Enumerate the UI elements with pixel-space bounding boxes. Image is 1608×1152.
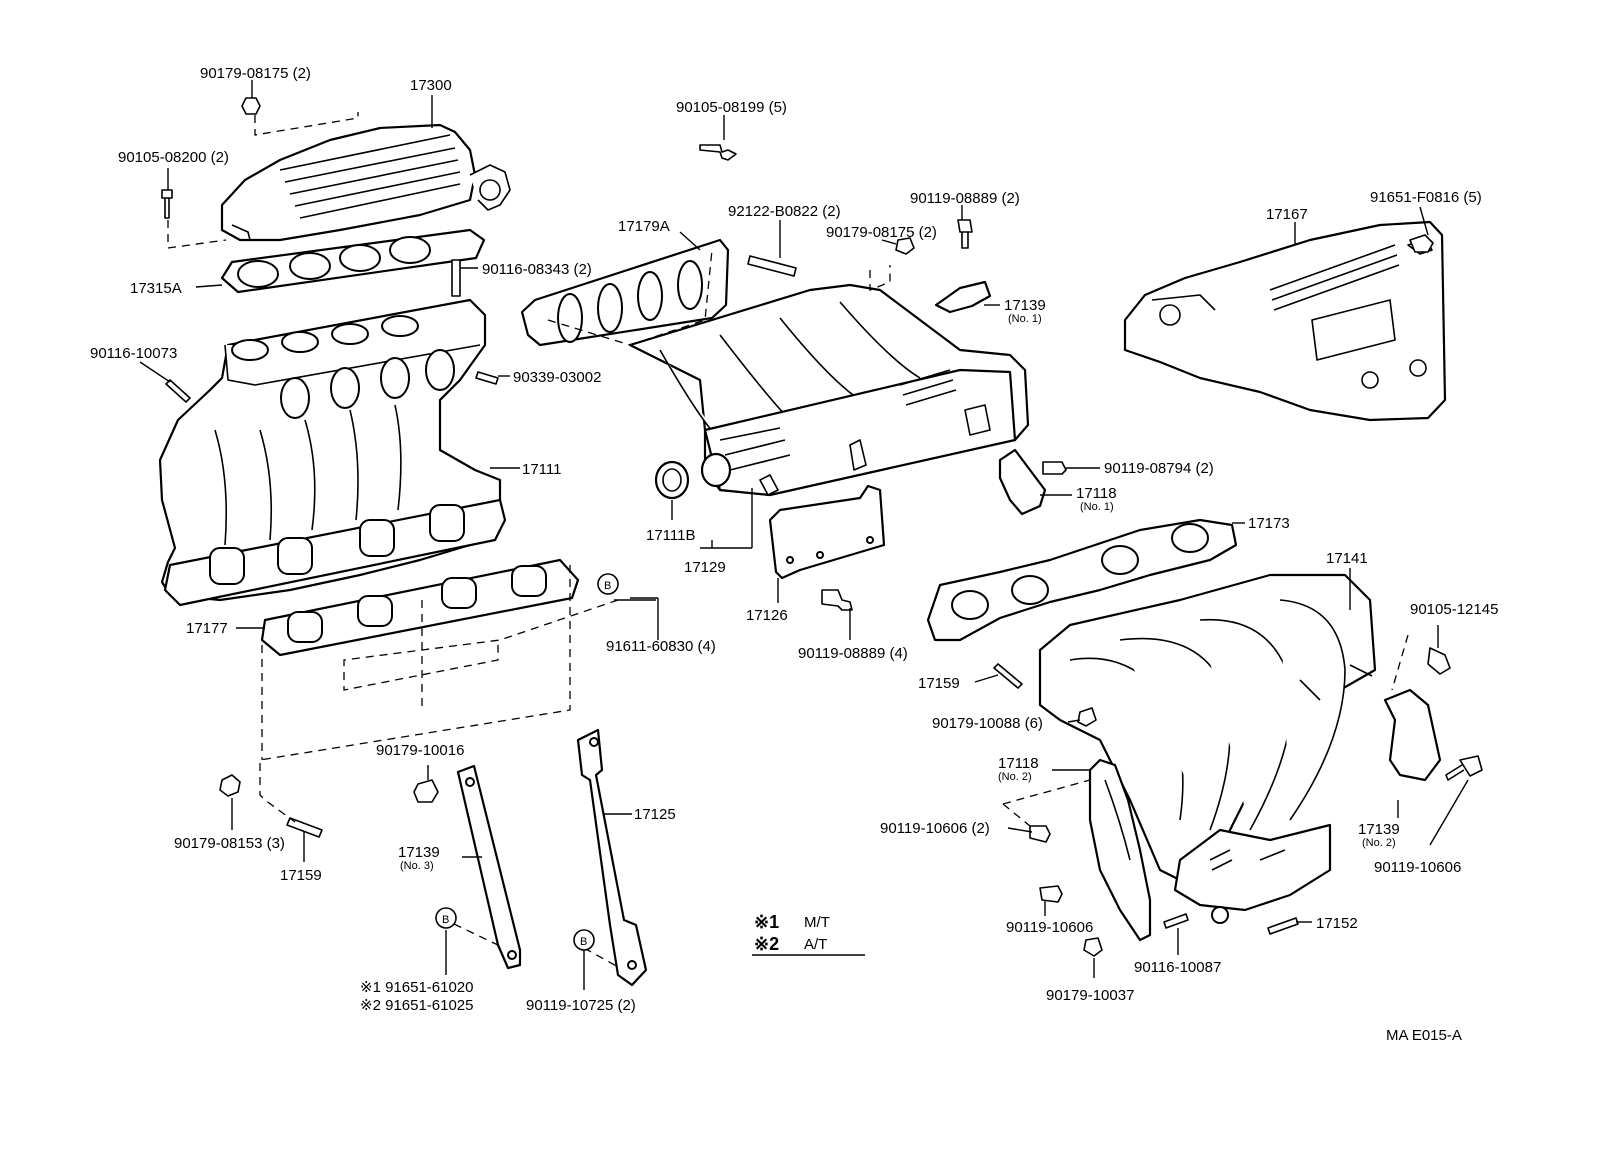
label-17111: 17111 — [522, 461, 562, 478]
label-92122-B0822: 92122-B0822 (2) — [728, 203, 841, 220]
label-17179A: 17179A — [618, 218, 670, 235]
part-17126-stay — [768, 484, 886, 580]
label-90179-10016: 90179-10016 — [376, 742, 464, 759]
fasteners-left — [161, 97, 499, 838]
label-90119-10725: 90119-10725 (2) — [526, 997, 636, 1014]
label-17118-no1-sub: (No. 1) — [1080, 501, 1114, 513]
stay-17125 — [576, 728, 648, 987]
dashed-alignment-lines — [167, 112, 1409, 969]
b-marker-text: B — [580, 936, 587, 948]
leader-lines — [139, 80, 1469, 990]
label-90105-08200: 90105-08200 (2) — [118, 149, 229, 166]
label-17139-no1: 17139 — [1004, 297, 1046, 314]
label-17141: 17141 — [1326, 550, 1368, 567]
label-17126: 17126 — [746, 607, 788, 624]
label-90179-08153: 90179-08153 (3) — [174, 835, 285, 852]
part-17315A-gasket — [220, 228, 486, 294]
label-90119-08889-bottom: 90119-08889 (4) — [798, 645, 908, 662]
label-91651-F0816: 91651-F0816 (5) — [1370, 189, 1482, 206]
label-90105-08199: 90105-08199 (5) — [676, 99, 787, 116]
label-17111B: 17111B — [646, 527, 696, 544]
label-17159-left: 17159 — [280, 867, 322, 884]
label-17139-no3-sub: (No. 3) — [400, 860, 434, 872]
label-17118-no2-sub: (No. 2) — [998, 771, 1032, 783]
label-17139-no1-sub: (No. 1) — [1008, 313, 1042, 325]
label-91651-61025: ※2 91651-61025 — [360, 997, 474, 1014]
part-17111-intake-manifold — [158, 298, 507, 607]
bracket-17139-no3 — [456, 764, 522, 970]
part-17177-gasket — [260, 558, 580, 657]
part-17173-gasket — [926, 518, 1238, 642]
label-91651-61020: ※1 91651-61020 — [360, 979, 474, 996]
part-17300-air-chamber — [220, 123, 511, 242]
label-90119-10606-bottom: 90119-10606 — [1006, 919, 1093, 936]
label-17167: 17167 — [1266, 206, 1308, 223]
label-90179-08175-top: 90179-08175 (2) — [200, 65, 311, 82]
legend-text-mt: M/T — [804, 914, 830, 931]
part-17141-exhaust-manifold — [1038, 573, 1377, 924]
fasteners-right — [993, 234, 1483, 957]
part-17129-intake-plenum — [520, 238, 1030, 497]
part-17118-no2-insulator — [1088, 758, 1152, 942]
label-17118-no2: 17118 — [998, 755, 1039, 772]
label-90179-08175-mid: 90179-08175 (2) — [826, 224, 937, 241]
label-90116-10087: 90116-10087 — [1134, 959, 1221, 976]
label-17139-no2: 17139 — [1358, 821, 1400, 838]
label-91611-60830: 91611-60830 (4) — [606, 638, 716, 655]
part-17111B-gasket — [654, 460, 690, 500]
label-17125: 17125 — [634, 806, 676, 823]
b-marker-text: B — [442, 914, 449, 926]
label-17315A: 17315A — [130, 280, 182, 297]
legend-mark-1: ※1 — [754, 912, 779, 932]
legend-text-at: A/T — [804, 936, 827, 953]
label-90339-03002: 90339-03002 — [513, 369, 601, 386]
label-90179-10037: 90179-10037 — [1046, 987, 1134, 1004]
label-90119-08794: 90119-08794 (2) — [1104, 460, 1214, 477]
label-90119-10606-right: 90119-10606 — [1374, 859, 1461, 876]
label-90119-08889-top: 90119-08889 (2) — [910, 190, 1020, 207]
fasteners-middle — [699, 144, 1067, 611]
legend-mark-2: ※2 — [754, 934, 779, 954]
b-marker-1: B — [597, 573, 619, 595]
label-17159-right: 17159 — [918, 675, 960, 692]
part-17167-engine-cover — [1123, 220, 1447, 422]
label-90179-10088: 90179-10088 (6) — [932, 715, 1043, 732]
label-90119-10606-left: 90119-10606 (2) — [880, 820, 990, 837]
b-marker-2: B — [435, 907, 457, 929]
label-90105-12145: 90105-12145 — [1410, 601, 1498, 618]
label-17152: 17152 — [1316, 915, 1358, 932]
label-17177: 17177 — [186, 620, 228, 637]
label-90116-08343: 90116-08343 (2) — [482, 261, 592, 278]
b-marker-text: B — [604, 580, 611, 592]
label-17139-no2-sub: (No. 2) — [1362, 837, 1396, 849]
part-17139-no2-stay — [1383, 688, 1442, 782]
label-17300: 17300 — [410, 77, 452, 94]
legend: ※1 M/T ※2 A/T — [752, 912, 865, 956]
label-17129: 17129 — [684, 559, 726, 576]
label-90116-10073: 90116-10073 — [90, 345, 177, 362]
label-17139-no3: 17139 — [398, 844, 440, 861]
b-marker-3: B — [573, 929, 595, 951]
label-17173: 17173 — [1248, 515, 1290, 532]
part-labels: 90179-08175 (2) 17300 90105-08200 (2) 17… — [90, 65, 1498, 1014]
diagram-code: MA E015-A — [1386, 1027, 1462, 1044]
label-17118-no1: 17118 — [1076, 485, 1117, 502]
